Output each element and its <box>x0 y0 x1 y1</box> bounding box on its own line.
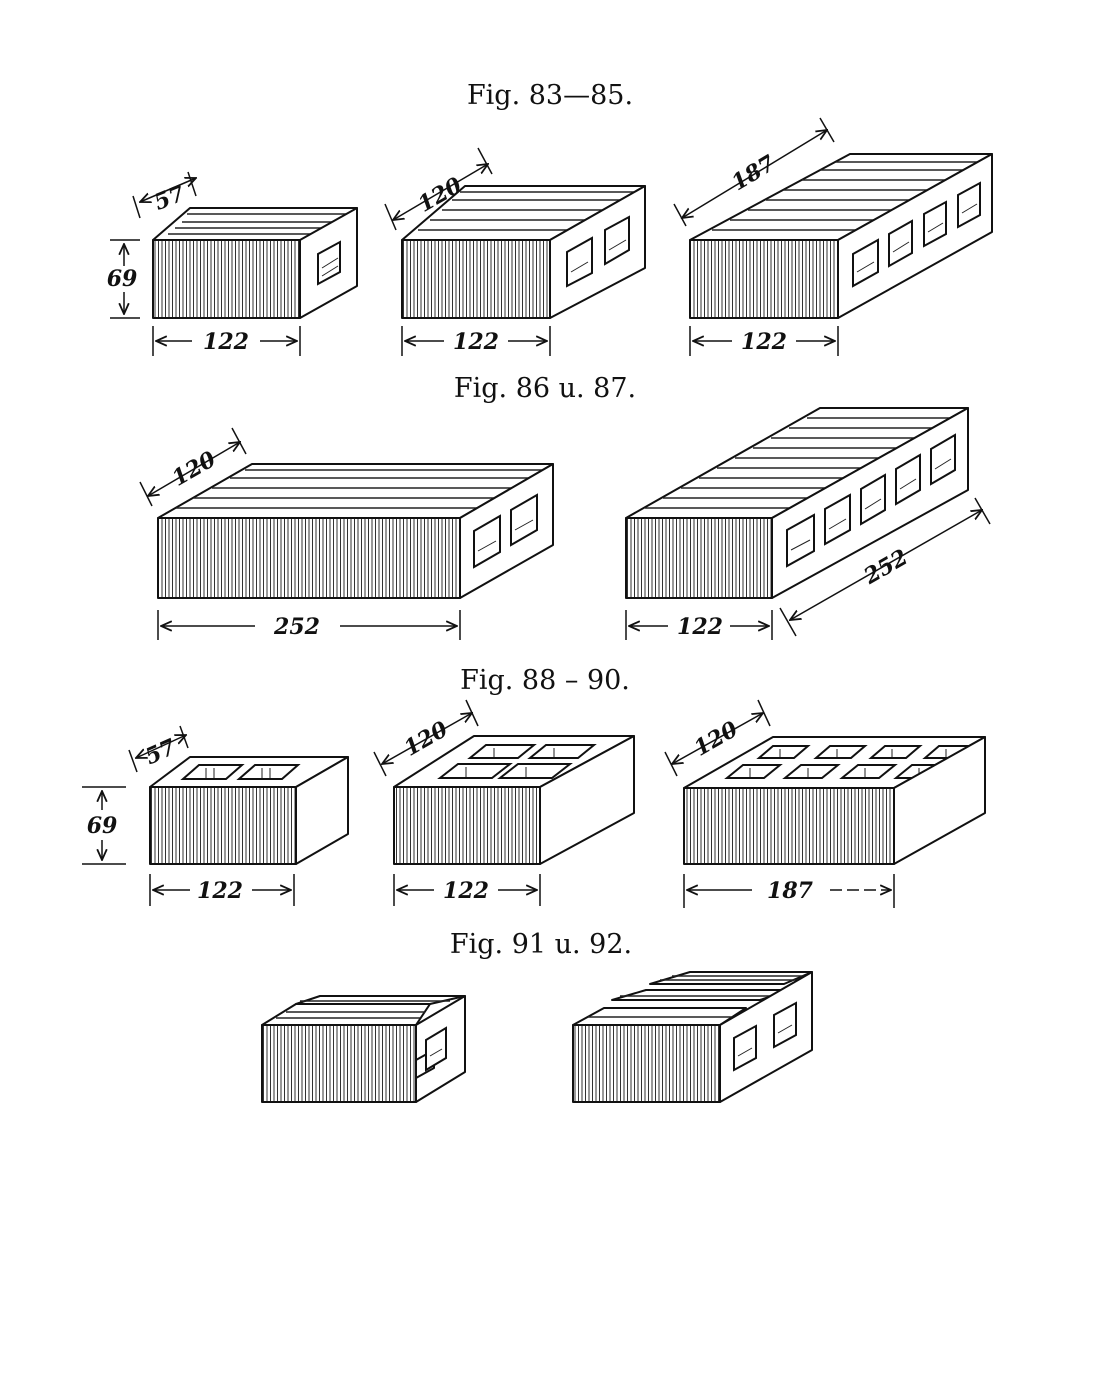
dim-depth-fig88: 57 <box>141 734 180 770</box>
dim-length-fig90-label: 187 <box>767 878 814 904</box>
caption-fig-88-90: Fig. 88 – 90. <box>460 665 630 696</box>
dim-depth-fig86: 120 <box>168 446 221 492</box>
brick-fig-83 <box>152 207 358 319</box>
dim-length-fig89-label: 122 <box>443 878 489 904</box>
brick-fig-91 <box>261 995 466 1103</box>
dim-length-fig87: 122 <box>677 614 723 640</box>
caption-fig-91-92: Fig. 91 u. 92. <box>450 929 632 960</box>
caption-fig-83-85: Fig. 83—85. <box>467 80 633 111</box>
dim-length-fig84: 122 <box>453 329 499 355</box>
brick-fig-90 <box>683 736 986 865</box>
brick-fig-88 <box>149 756 349 865</box>
brick-fig-89 <box>393 735 635 865</box>
dim-height-fig88: 69 <box>87 813 118 839</box>
dim-length-fig86: 252 <box>273 614 320 640</box>
dim-side-fig87: 252 <box>859 544 913 590</box>
brick-fig-86 <box>157 463 554 599</box>
dim-depth-fig85: 187 <box>727 150 780 196</box>
dim-length-fig88: 122 <box>197 878 243 904</box>
caption-fig-86-87: Fig. 86 u. 87. <box>454 373 636 404</box>
brick-fig-92 <box>572 971 813 1103</box>
dim-depth-fig90: 120 <box>690 716 743 762</box>
dim-length-fig85: 122 <box>741 329 787 355</box>
brick-fig-87 <box>625 407 969 599</box>
dim-height-fig83: 69 <box>107 266 138 292</box>
dim-length-fig83: 122 <box>203 329 249 355</box>
dim-depth-fig83: 57 <box>151 180 190 216</box>
